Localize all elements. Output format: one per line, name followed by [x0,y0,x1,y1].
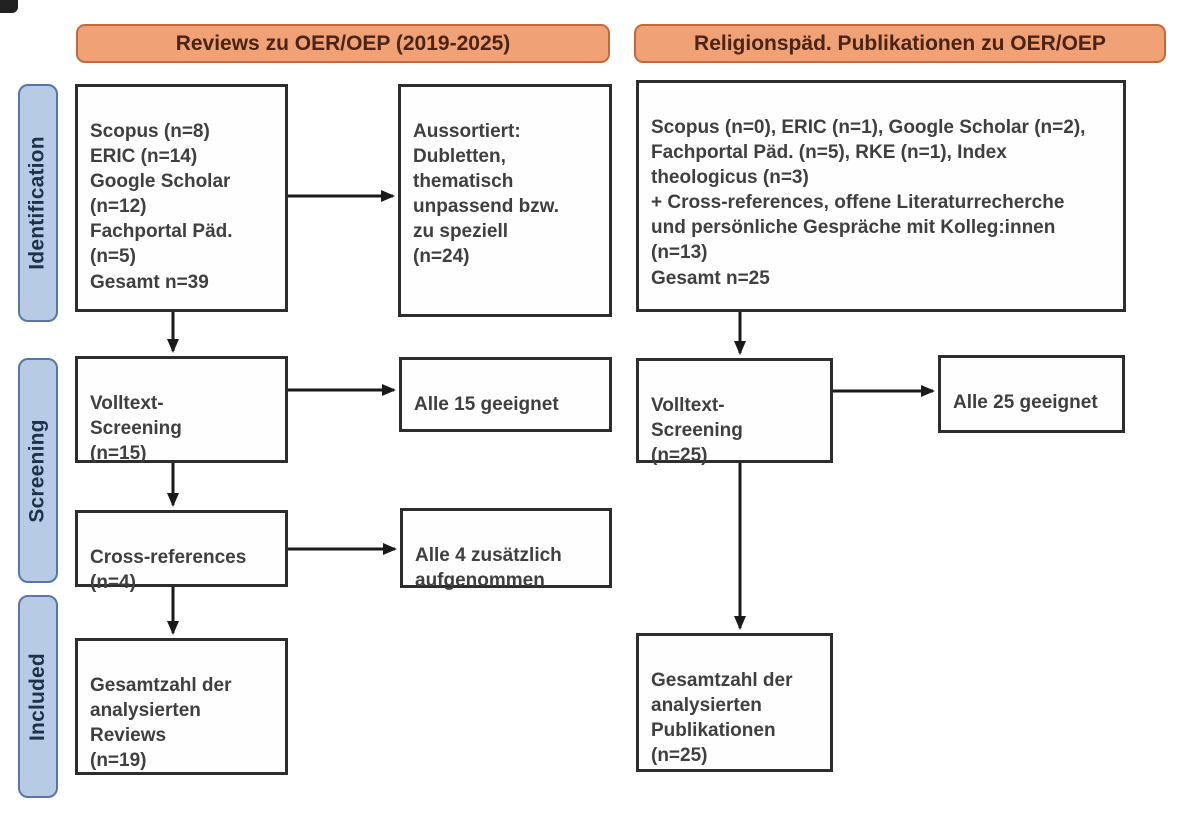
box-left-sources: Scopus (n=8) ERIC (n=14) Google Scholar … [75,84,288,312]
box-left-excluded: Aussortiert: Dubletten, thematisch unpas… [398,84,612,317]
stage-included: Included [18,595,58,798]
box-right-included-total: Gesamtzahl der analysierten Publikatione… [636,633,833,772]
box-left-sources-text: Scopus (n=8) ERIC (n=14) Google Scholar … [90,121,233,293]
box-right-sources-text: Scopus (n=0), ERIC (n=1), Google Scholar… [651,117,1086,289]
box-left-added: Alle 4 zusätzlich aufgenommen [400,508,612,592]
stage-screening-label: Screening [26,418,49,523]
header-right-column: Religionspäd. Publikationen zu OER/OEP [634,24,1166,63]
header-right-label: Religionspäd. Publikationen zu OER/OEP [694,31,1106,55]
box-right-fulltext-screening: Volltext- Screening (n=25) [636,358,833,467]
box-left-included-total: Gesamtzahl der analysierten Reviews (n=1… [75,638,288,775]
box-right-fulltext-screening-text: Volltext- Screening (n=25) [651,395,743,467]
box-left-eligible-text: Alle 15 geeignet [414,394,559,416]
box-left-fulltext-screening: Volltext- Screening (n=15) [75,356,288,465]
box-left-crossreferences: Cross-references (n=4) [75,510,288,593]
corner-crop-artifact [0,0,18,13]
stage-identification: Identification [18,84,58,322]
box-right-eligible: Alle 25 geeignet [938,355,1125,433]
box-left-excluded-text: Aussortiert: Dubletten, thematisch unpas… [413,121,560,268]
box-left-crossreferences-text: Cross-references (n=4) [90,547,247,594]
box-left-added-text: Alle 4 zusätzlich aufgenommen [415,545,562,592]
stage-identification-label: Identification [26,136,49,270]
stage-screening: Screening [18,358,58,583]
box-right-eligible-text: Alle 25 geeignet [953,392,1098,414]
box-left-eligible: Alle 15 geeignet [399,357,612,432]
header-left-label: Reviews zu OER/OEP (2019-2025) [175,31,511,55]
stage-included-label: Included [26,652,50,741]
box-left-fulltext-screening-text: Volltext- Screening (n=15) [90,393,182,465]
box-right-included-total-text: Gesamtzahl der analysierten Publikatione… [651,670,793,767]
header-left-column: Reviews zu OER/OEP (2019-2025) [76,24,610,63]
box-right-sources: Scopus (n=0), ERIC (n=1), Google Scholar… [636,80,1126,312]
box-left-included-total-text: Gesamtzahl der analysierten Reviews (n=1… [90,675,232,772]
